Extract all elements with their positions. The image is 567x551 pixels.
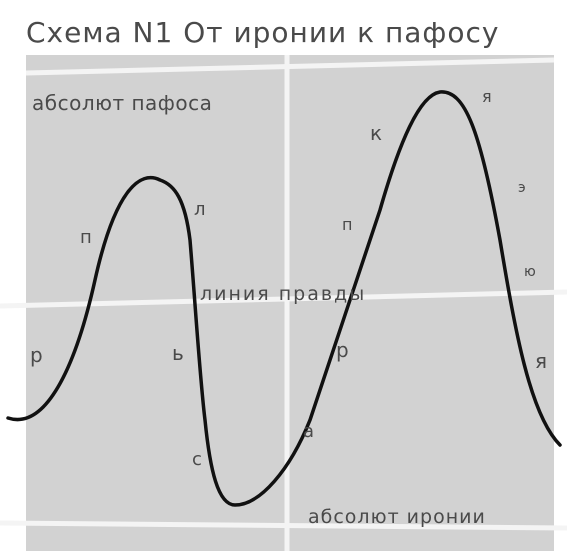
curve-letter-p1: п bbox=[80, 227, 92, 248]
main-curve bbox=[6, 90, 562, 507]
bottom-grid-line bbox=[0, 520, 567, 531]
right-side-letter-ya: я bbox=[535, 349, 547, 373]
curve-letter-soft: ь bbox=[172, 341, 184, 365]
curve-letter-a: а bbox=[303, 421, 314, 442]
absolute-pathos-label: абсолют пафоса bbox=[32, 91, 212, 115]
absolute-irony-label: абсолют иронии bbox=[308, 506, 486, 528]
curve-letter-s: с bbox=[192, 449, 202, 470]
line-of-truth-label: линия правды bbox=[200, 283, 366, 305]
top-grid-line bbox=[25, 57, 555, 76]
right-mark-yu: ю bbox=[524, 264, 536, 280]
middle-grid-line bbox=[0, 289, 567, 309]
right-mark-e: э bbox=[518, 180, 526, 196]
diagram-title: Схема N1 От иронии к пафосу bbox=[26, 16, 499, 49]
curve-letter-k: к bbox=[370, 121, 382, 145]
curve-letter-l: л bbox=[194, 199, 206, 220]
curve-letter-ya-top: я bbox=[482, 87, 492, 106]
left-side-letter-r: р bbox=[30, 343, 43, 367]
curve-letter-p2: п bbox=[342, 215, 352, 234]
curve-letter-r: р bbox=[336, 338, 349, 362]
